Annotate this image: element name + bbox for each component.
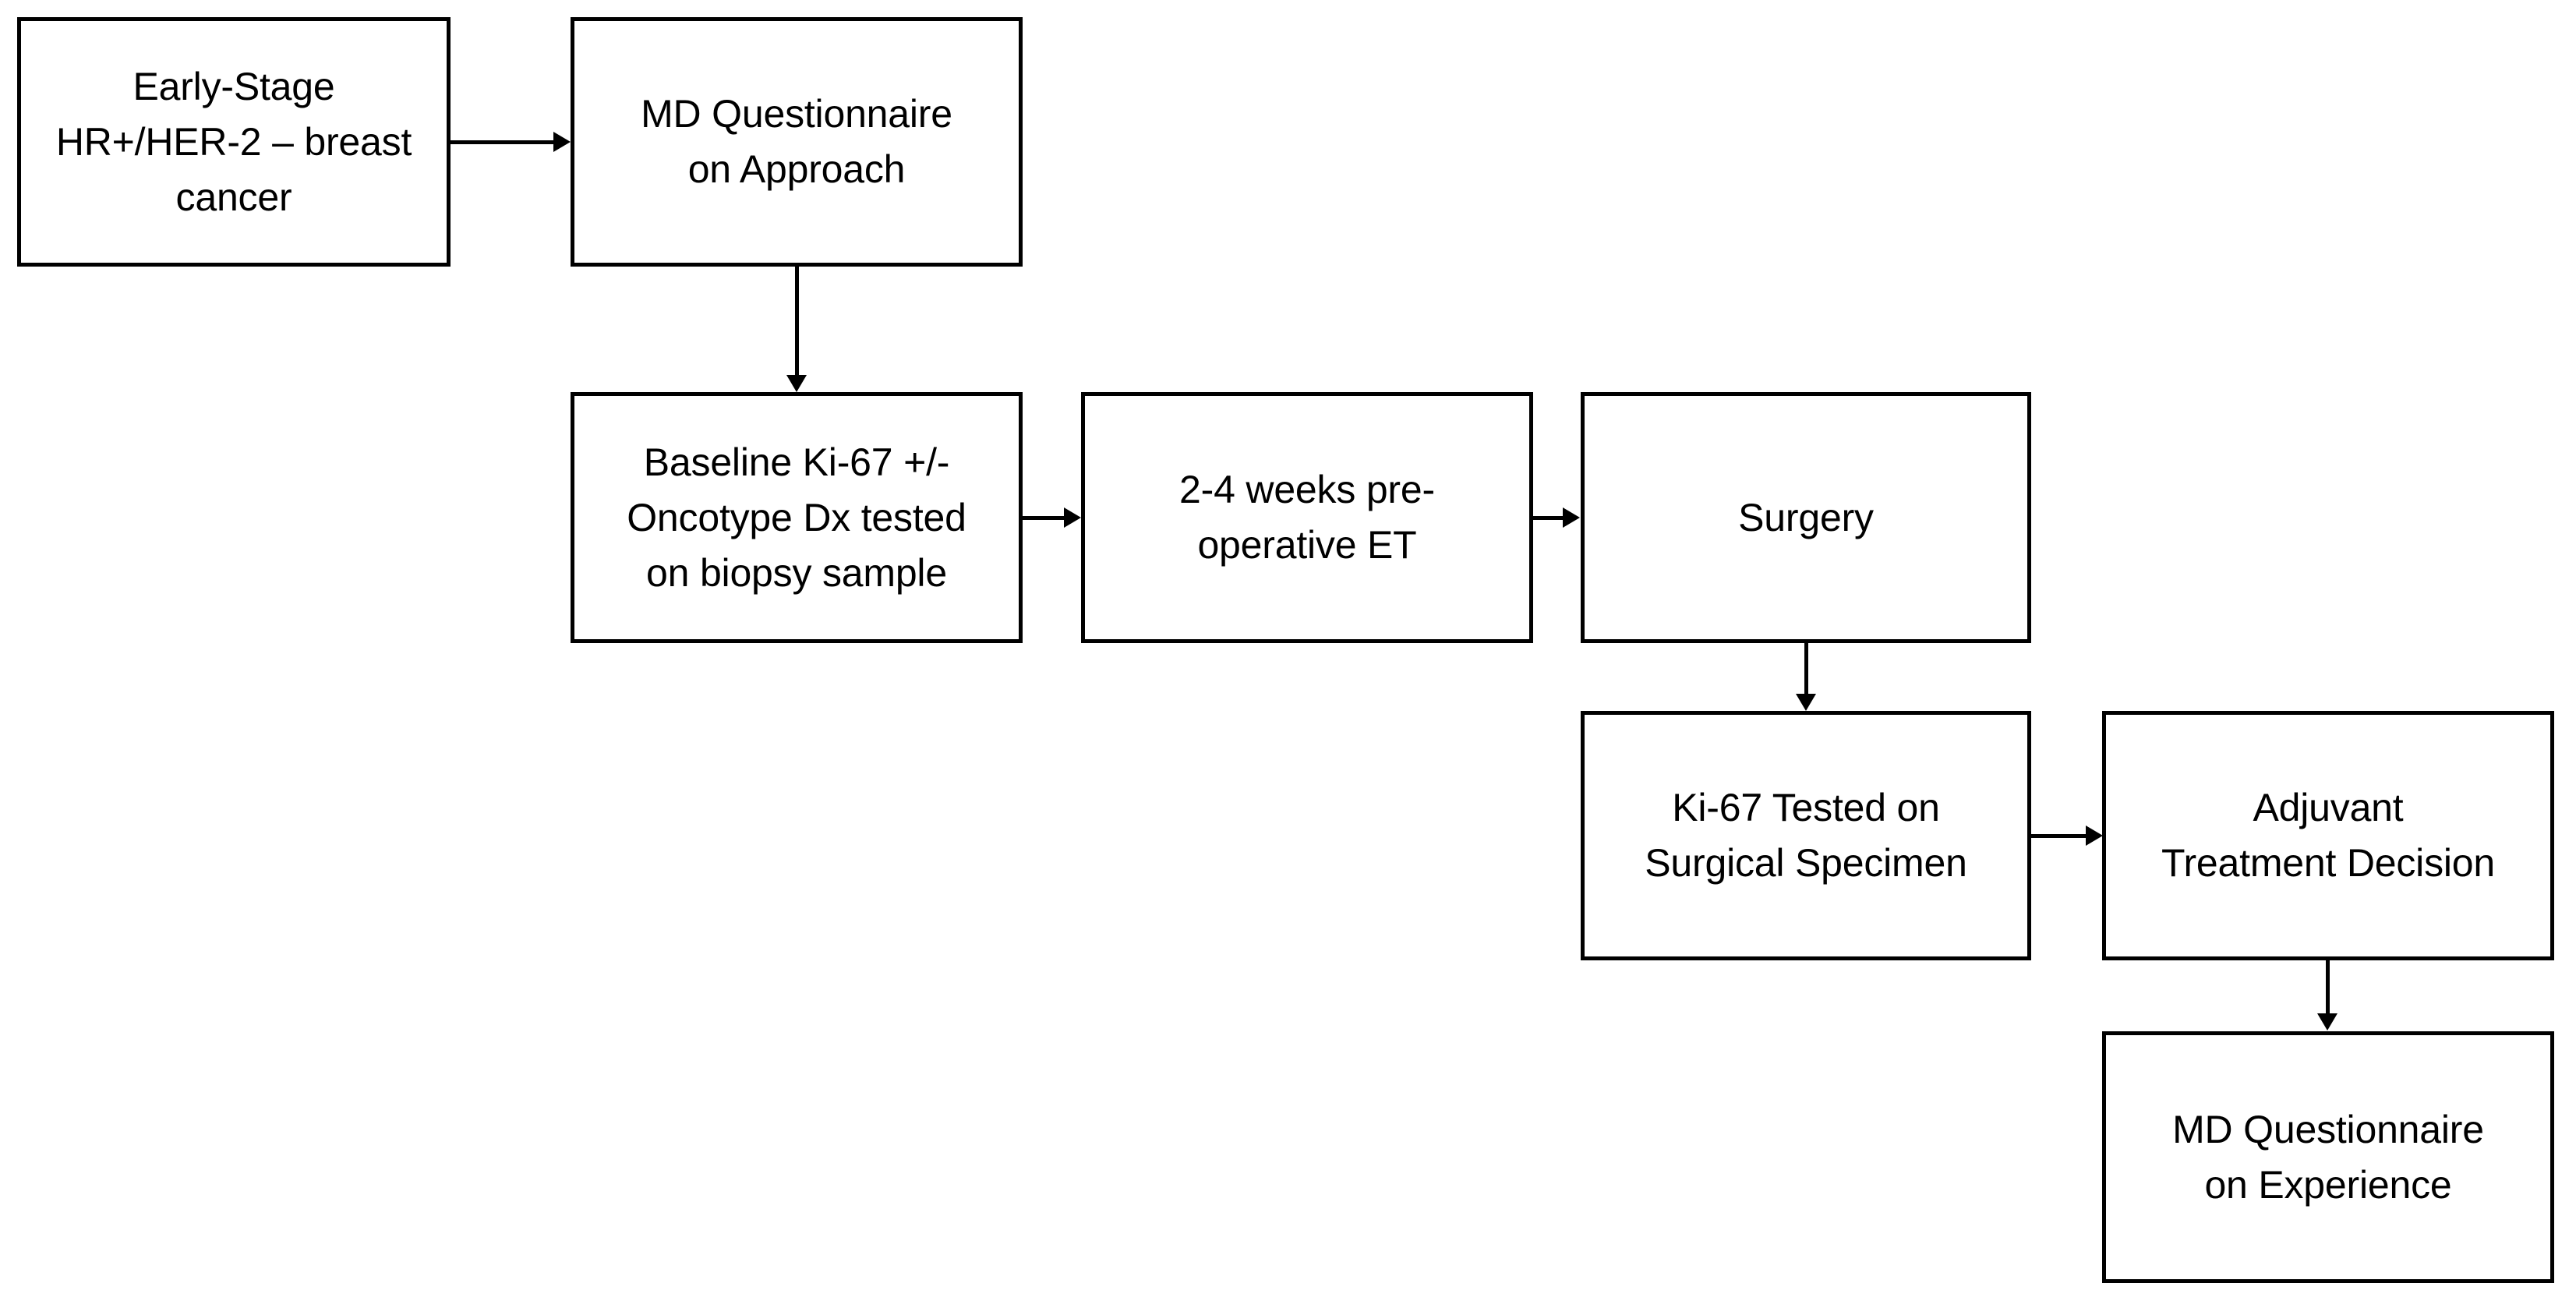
edge-line <box>1023 516 1065 520</box>
node-label: Early-Stage HR+/HER-2 – breast cancer <box>55 64 412 219</box>
edge-line <box>2031 834 2087 838</box>
node-label: Adjuvant Treatment Decision <box>2161 786 2496 885</box>
node-label: 2-4 weeks pre- operative ET <box>1179 468 1435 567</box>
node-preoperative-et[interactable]: 2-4 weeks pre- operative ET <box>1081 392 1533 643</box>
node-md-questionnaire-approach[interactable]: MD Questionnaire on Approach <box>571 17 1023 267</box>
node-early-stage-breast-cancer[interactable]: Early-Stage HR+/HER-2 – breast cancer <box>17 17 451 267</box>
node-label: MD Questionnaire on Approach <box>641 92 952 191</box>
node-surgery[interactable]: Surgery <box>1581 392 2031 643</box>
node-baseline-ki67-oncotype[interactable]: Baseline Ki-67 +/- Oncotype Dx tested on… <box>571 392 1023 643</box>
node-adjuvant-treatment-decision[interactable]: Adjuvant Treatment Decision <box>2102 711 2554 960</box>
node-label: Ki-67 Tested on Surgical Specimen <box>1645 786 1967 885</box>
edge-line <box>795 267 799 376</box>
arrowhead-down-icon <box>2317 1013 2337 1031</box>
edge-line <box>1533 516 1564 520</box>
edge-line <box>1804 643 1808 696</box>
arrowhead-right-icon <box>2086 825 2103 846</box>
node-md-questionnaire-experience[interactable]: MD Questionnaire on Experience <box>2102 1031 2554 1283</box>
node-ki67-surgical-specimen[interactable]: Ki-67 Tested on Surgical Specimen <box>1581 711 2031 960</box>
arrowhead-down-icon <box>1796 694 1816 711</box>
node-label: Surgery <box>1738 495 1874 539</box>
arrowhead-right-icon <box>1064 507 1081 528</box>
edge-line <box>451 140 555 144</box>
node-label: MD Questionnaire on Experience <box>2172 1107 2484 1207</box>
edge-line <box>2326 960 2330 1015</box>
arrowhead-right-icon <box>553 132 571 152</box>
arrowhead-right-icon <box>1563 507 1580 528</box>
arrowhead-down-icon <box>786 375 807 392</box>
node-label: Baseline Ki-67 +/- Oncotype Dx tested on… <box>627 440 966 595</box>
